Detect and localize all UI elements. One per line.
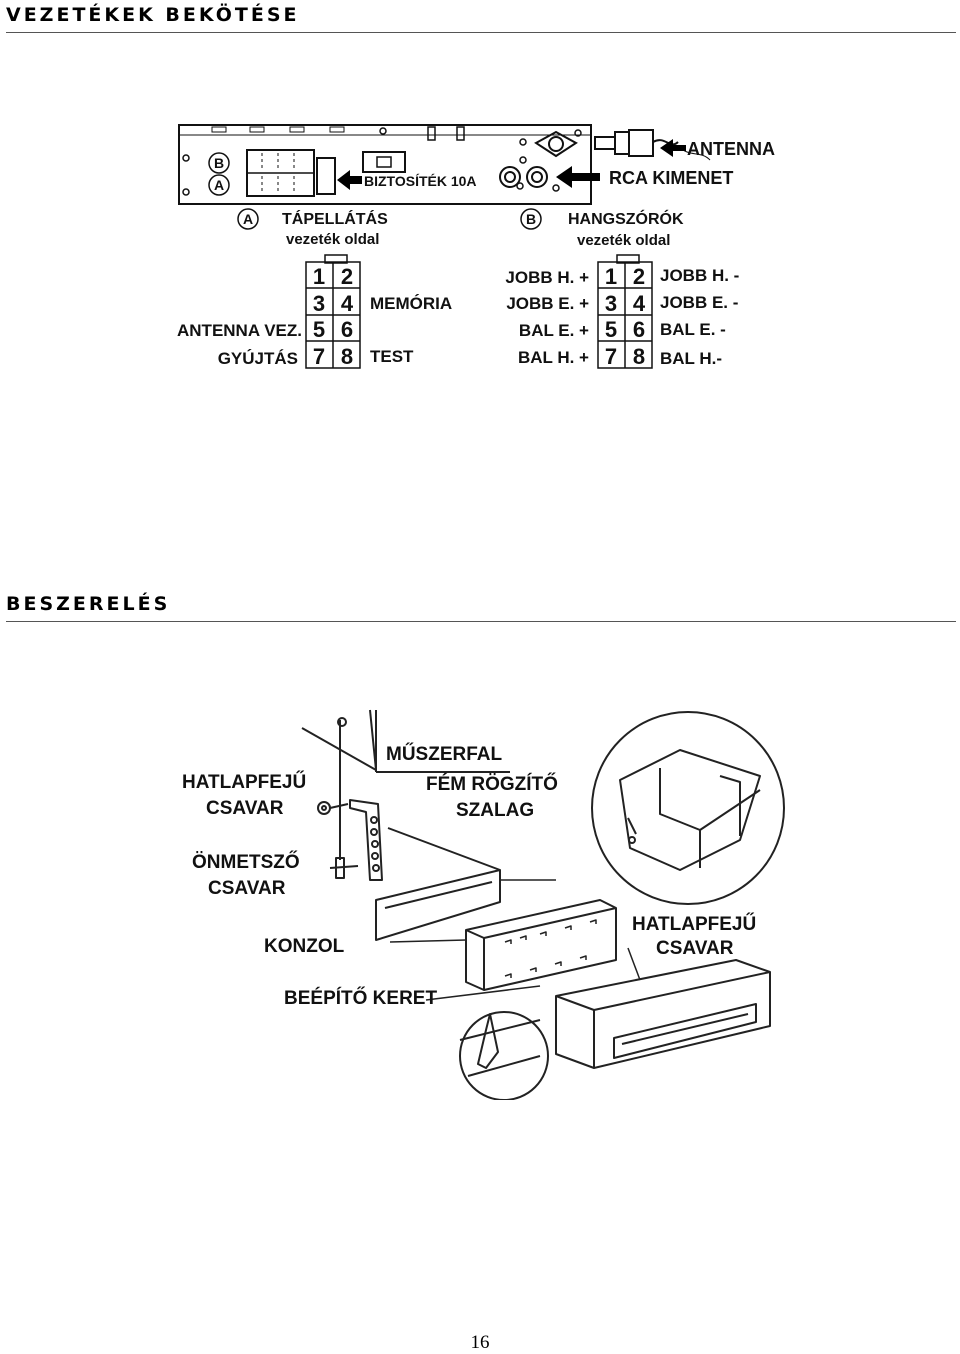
pin-label-ground: TEST <box>370 347 414 366</box>
fuse-label: BIZTOSÍTÉK 10A <box>364 173 477 189</box>
power-pin: 1 <box>313 264 325 289</box>
svg-text:B: B <box>526 211 536 227</box>
dashboard-panel <box>301 709 510 860</box>
power-title: TÁPELLÁTÁS <box>282 209 388 228</box>
wiring-diagram: B A BIZTOSÍTÉK 10A ANTENNA RCA KIMENET A… <box>177 124 775 369</box>
rca-output-label: RCA KIMENET <box>609 168 733 188</box>
speaker-left-label: JOBB H. + <box>505 268 589 287</box>
antenna-arrow-icon <box>660 139 686 157</box>
title-rule <box>6 621 956 622</box>
speaker-title: HANGSZÓRÓK <box>568 209 684 228</box>
label-mount-frame: BEÉPÍTŐ KERET <box>284 987 437 1009</box>
tool-detail-circle <box>459 1011 549 1100</box>
power-pin: 4 <box>341 291 354 316</box>
power-pin: 3 <box>313 291 325 316</box>
bracket-plate <box>375 827 501 941</box>
label-hex-screw-2: CSAVAR <box>656 938 734 959</box>
speaker-left-label: BAL H. + <box>518 348 589 367</box>
label-hex-screw-1: HATLAPFEJŰ <box>182 771 306 793</box>
label-hex-screw-2: HATLAPFEJŰ <box>632 913 756 935</box>
svg-text:A: A <box>243 211 253 227</box>
power-pin: 2 <box>341 264 353 289</box>
power-pin-grid <box>305 254 361 369</box>
pin-label-antenna: ANTENNA VEZ. <box>177 321 302 340</box>
speaker-left-label: BAL E. + <box>519 321 589 340</box>
screw-icon <box>182 127 582 196</box>
radio-unit <box>555 959 771 1069</box>
speaker-pin: 6 <box>633 317 645 342</box>
power-pin: 7 <box>313 344 325 369</box>
self-tapping-screw-icon <box>329 857 359 879</box>
label-self-tap-screw: ÖNMETSZŐ <box>192 851 300 873</box>
speaker-pin: 5 <box>605 317 617 342</box>
connector-marker-a <box>208 174 230 196</box>
connector-label-b: B <box>214 155 224 171</box>
speaker-pin: 3 <box>605 291 617 316</box>
power-pin: 5 <box>313 317 325 342</box>
page-number: 16 <box>470 1332 490 1353</box>
power-subtitle: vezeték oldal <box>286 231 379 248</box>
antenna-plug-icon <box>594 129 679 157</box>
installation-diagram: MŰSZERFAL HATLAPFEJŰ CSAVAR FÉM RÖGZÍTŐ … <box>182 709 785 1100</box>
label-metal-strap: FÉM RÖGZÍTŐ <box>426 773 558 795</box>
pin-label-ignition: GYÚJTÁS <box>218 349 298 368</box>
magnified-detail-circle <box>591 711 785 905</box>
speaker-right-label: JOBB H. - <box>660 266 739 285</box>
hex-screw-icon <box>317 801 349 815</box>
label-metal-strap: SZALAG <box>456 800 534 821</box>
title-rule <box>6 32 956 33</box>
speaker-subtitle: vezeték oldal <box>577 232 670 249</box>
fuse-arrow-icon <box>337 170 362 190</box>
power-marker <box>237 208 259 230</box>
speaker-pin: 2 <box>633 264 645 289</box>
wiring-section-title: VEZETÉKEK BEKÖTÉSE <box>6 4 300 26</box>
speaker-marker <box>520 208 542 230</box>
speaker-right-label: BAL H.- <box>660 349 722 368</box>
speaker-pin: 1 <box>605 264 617 289</box>
rca-arrow-icon <box>556 166 600 188</box>
power-pin: 6 <box>341 317 353 342</box>
label-bracket: KONZOL <box>264 936 345 957</box>
pin-label-memory: MEMÓRIA <box>370 294 452 313</box>
speaker-pin: 8 <box>633 344 645 369</box>
connector-marker-b <box>208 152 230 174</box>
install-section-title: BESZERELÉS <box>6 593 171 615</box>
antenna-socket-icon <box>534 130 578 158</box>
metal-strap <box>349 799 383 881</box>
fuse-holder <box>316 157 336 195</box>
mounting-frame <box>465 899 617 991</box>
speaker-right-label: BAL E. - <box>660 320 726 339</box>
speaker-pin: 4 <box>633 291 646 316</box>
speaker-pin-grid <box>597 254 653 369</box>
speaker-right-label: JOBB E. - <box>660 293 738 312</box>
label-hex-screw-1: CSAVAR <box>206 798 284 819</box>
label-self-tap-screw: CSAVAR <box>208 878 286 899</box>
speaker-left-label: JOBB E. + <box>506 294 589 313</box>
connector-label-a: A <box>214 177 224 193</box>
power-pin: 8 <box>341 344 353 369</box>
speaker-pin: 7 <box>605 344 617 369</box>
label-dashboard: MŰSZERFAL <box>386 743 503 765</box>
unit-back-panel <box>178 124 592 205</box>
rca-jack-icon <box>499 166 548 188</box>
antenna-label: ANTENNA <box>687 139 775 159</box>
